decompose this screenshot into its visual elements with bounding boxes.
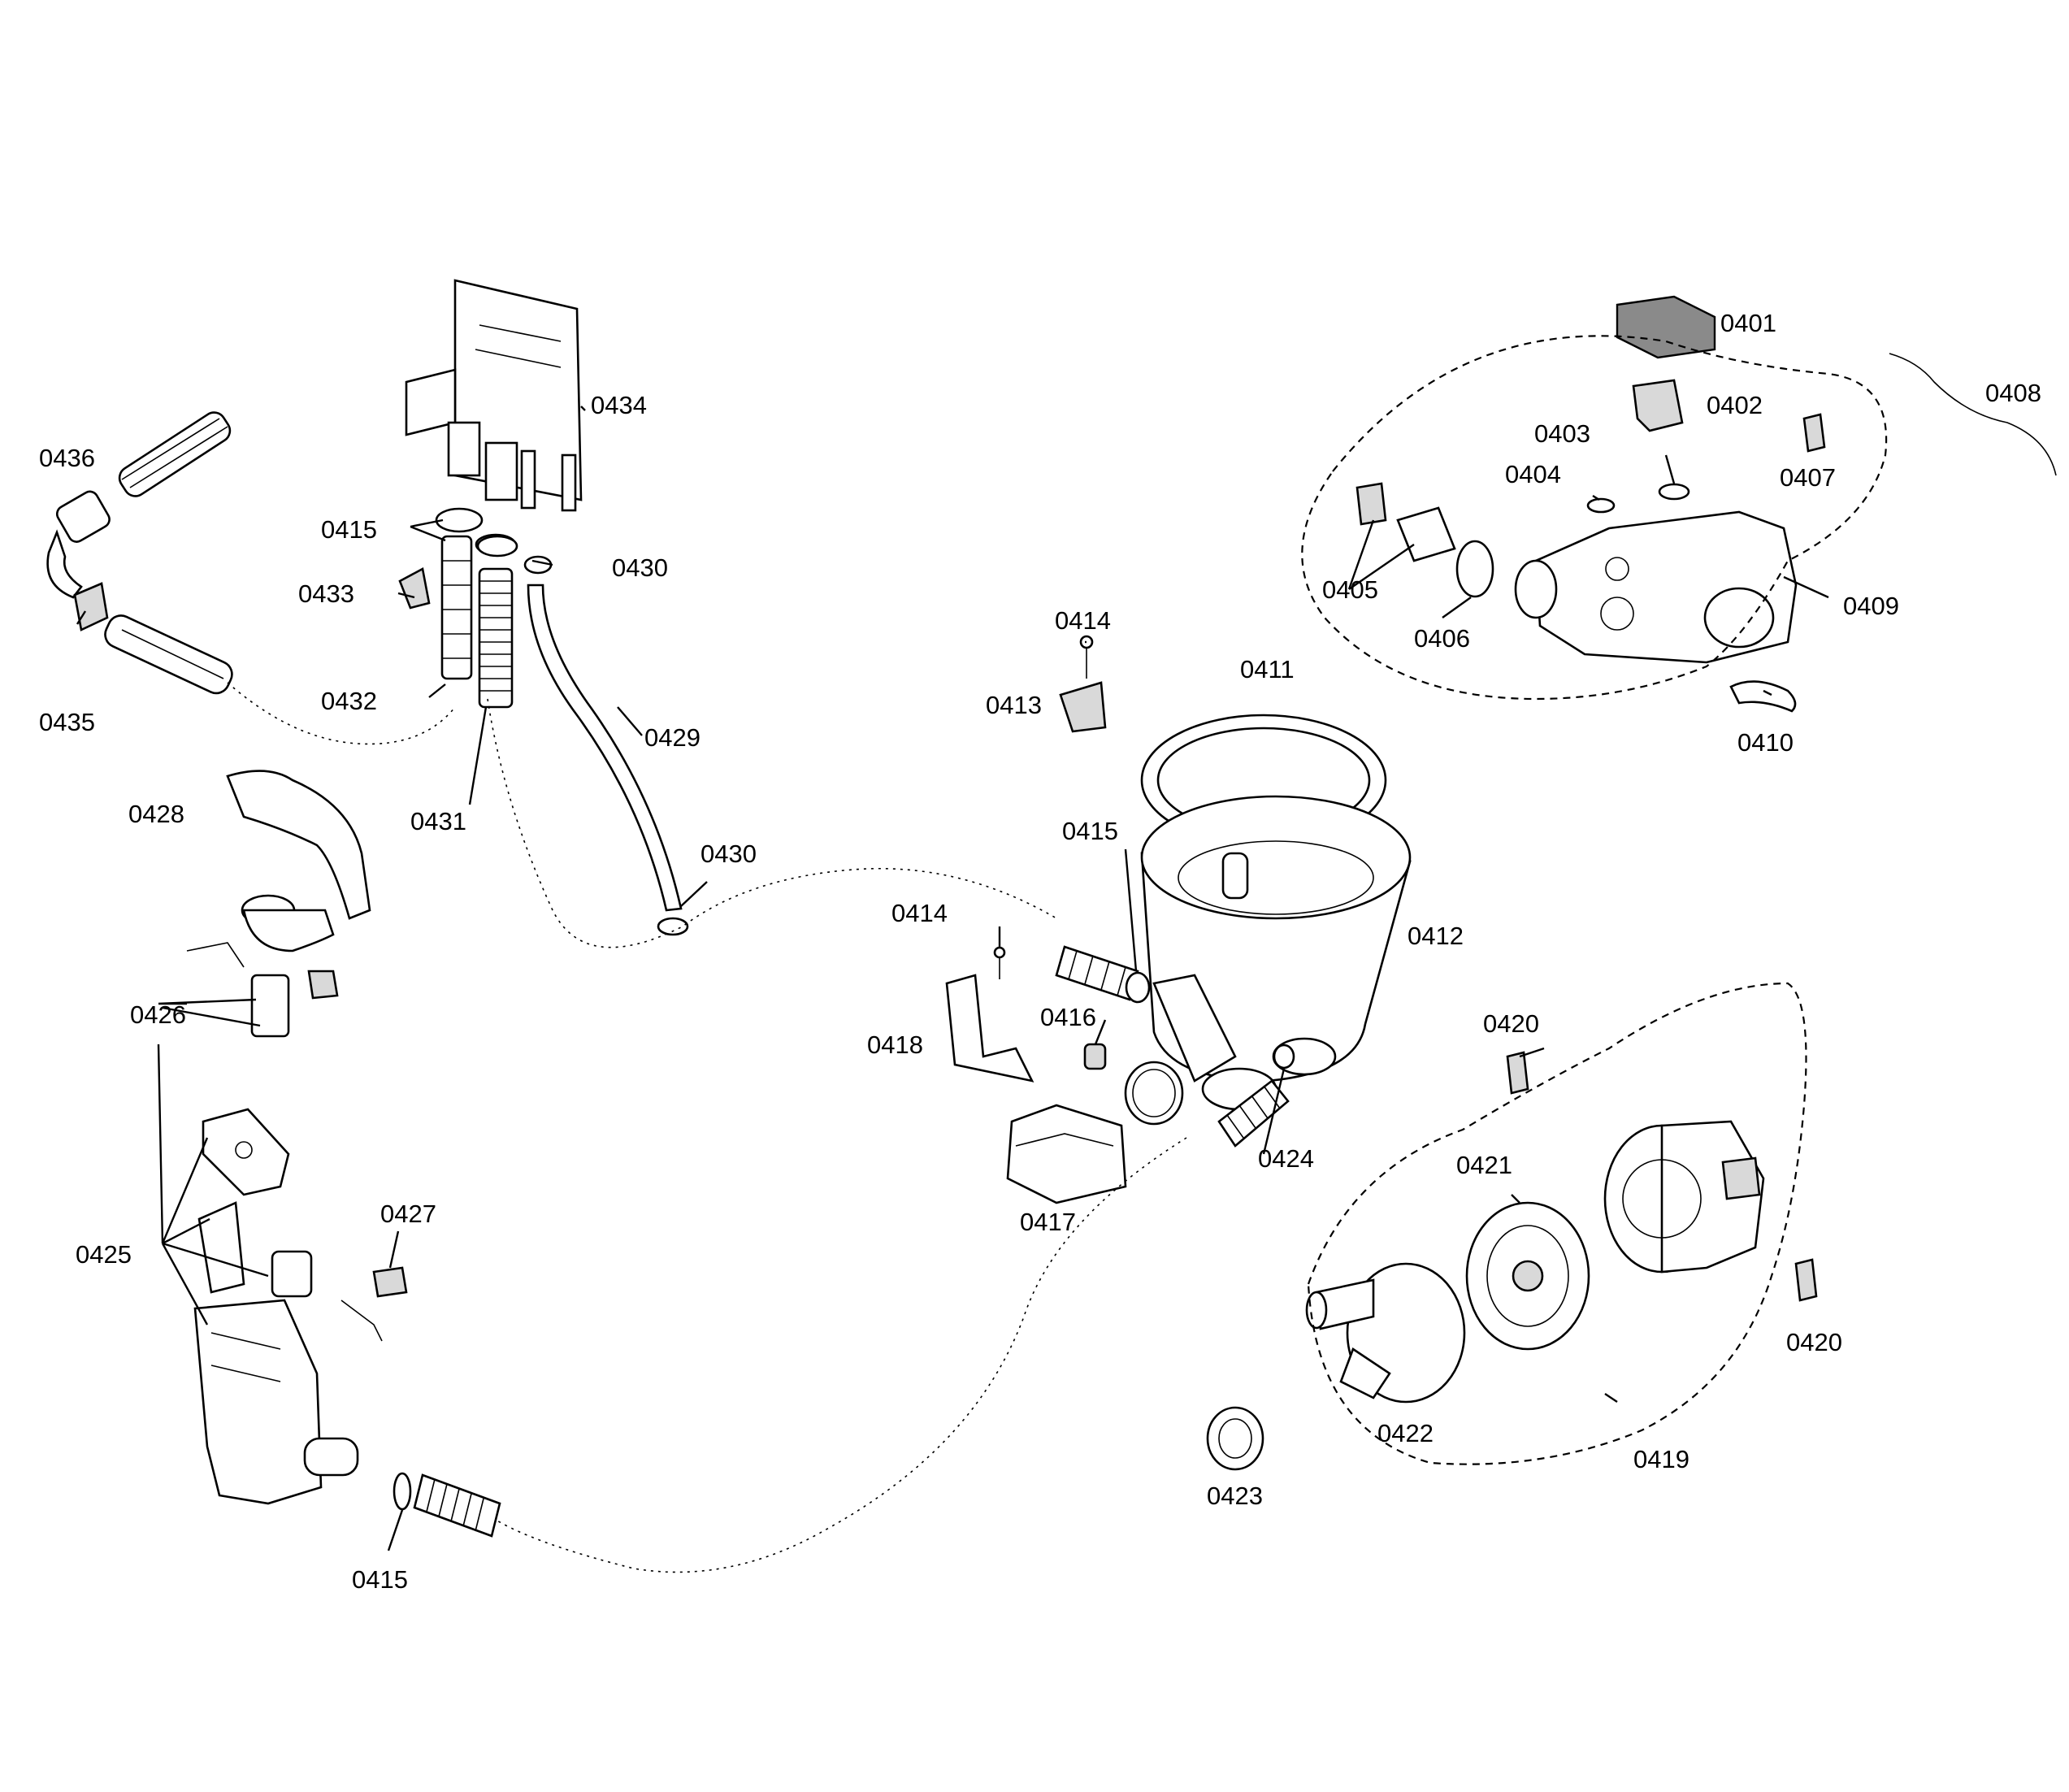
drain-pump-0417	[1006, 1104, 1127, 1204]
label-0418: 0418	[867, 1031, 923, 1059]
drain-hose-0436	[46, 411, 233, 695]
rings-0403-0404	[1586, 483, 1690, 514]
cover-0401	[1616, 295, 1716, 359]
label-0434: 0434	[591, 391, 647, 419]
label-0424: 0424	[1258, 1144, 1314, 1173]
label-0407: 0407	[1780, 463, 1836, 492]
grommet-0423	[1206, 1406, 1264, 1471]
label-0428: 0428	[128, 800, 184, 828]
clip-0427	[372, 1266, 408, 1298]
hose-0431	[475, 533, 517, 709]
label-0435: 0435	[39, 708, 95, 736]
cover-0428	[226, 770, 371, 920]
bracket-0418	[945, 974, 1034, 1083]
leader-lines	[76, 406, 1829, 1551]
label-0406: 0406	[1414, 624, 1470, 653]
label-0405: 0405	[1322, 575, 1378, 604]
label-0425: 0425	[76, 1240, 132, 1269]
label-0416: 0416	[1040, 1003, 1096, 1031]
label-0430-mid: 0430	[701, 840, 757, 868]
label-0421: 0421	[1456, 1151, 1512, 1179]
label-0427: 0427	[380, 1200, 436, 1228]
label-0401: 0401	[1720, 309, 1776, 337]
screw-0414	[993, 946, 1006, 979]
clip-0420	[1506, 1051, 1818, 1302]
wire-0408	[1889, 353, 2057, 476]
float-switch-0426	[186, 894, 339, 1038]
heater-block-0409	[1514, 510, 1798, 664]
label-0413: 0413	[986, 691, 1042, 719]
label-0429: 0429	[644, 723, 701, 752]
label-0404: 0404	[1505, 460, 1561, 488]
motor-0419	[1603, 1120, 1765, 1273]
label-0419: 0419	[1633, 1445, 1689, 1473]
hose-0424	[1217, 1079, 1290, 1148]
label-0436: 0436	[39, 444, 95, 472]
sensor-0402	[1632, 379, 1684, 432]
hose-0432	[436, 509, 482, 680]
label-0414-top: 0414	[1055, 606, 1111, 635]
label-0402: 0402	[1707, 391, 1763, 419]
gasket-ring	[1124, 1044, 1295, 1126]
label-0420-bottom: 0420	[1786, 1328, 1842, 1356]
air-break-0434	[405, 279, 583, 512]
label-0417: 0417	[1020, 1208, 1076, 1236]
sump-0412	[1140, 795, 1412, 1111]
o-rings-0415-top	[435, 507, 518, 558]
assembly-outlines	[227, 335, 1888, 1573]
water-switch-0425	[193, 1108, 383, 1505]
label-0430-top: 0430	[612, 553, 668, 582]
label-0412: 0412	[1408, 922, 1464, 950]
label-0415-bottom: 0415	[352, 1565, 408, 1594]
drain-hose-lower	[393, 1472, 501, 1538]
label-0420-top: 0420	[1483, 1009, 1539, 1038]
label-0409: 0409	[1843, 592, 1899, 620]
bracket-0413	[1059, 635, 1107, 733]
label-0414-mid: 0414	[891, 899, 948, 927]
label-0426: 0426	[130, 1000, 186, 1029]
plug-0416	[1083, 1043, 1107, 1070]
seal-0406	[1455, 540, 1494, 598]
clamp-0433	[398, 567, 431, 610]
hose-clip-0435	[73, 582, 109, 631]
label-0415-center: 0415	[1062, 817, 1118, 845]
label-0433: 0433	[298, 579, 354, 608]
label-0410: 0410	[1737, 728, 1794, 757]
label-0422: 0422	[1377, 1419, 1434, 1447]
label-0408: 0408	[1985, 379, 2041, 407]
impeller-housing-0421	[1465, 1201, 1590, 1351]
label-0431: 0431	[410, 807, 466, 835]
hose-0415-center	[1055, 945, 1151, 1004]
pump-housing-0422	[1305, 1262, 1466, 1404]
label-0432: 0432	[321, 687, 377, 715]
hose-0429	[523, 555, 689, 936]
label-0411: 0411	[1240, 655, 1295, 683]
label-0423: 0423	[1207, 1482, 1263, 1510]
clamp-0410	[1729, 680, 1797, 713]
label-0415-top: 0415	[321, 515, 377, 544]
clip-0407	[1802, 413, 1826, 453]
label-0403: 0403	[1534, 419, 1590, 448]
